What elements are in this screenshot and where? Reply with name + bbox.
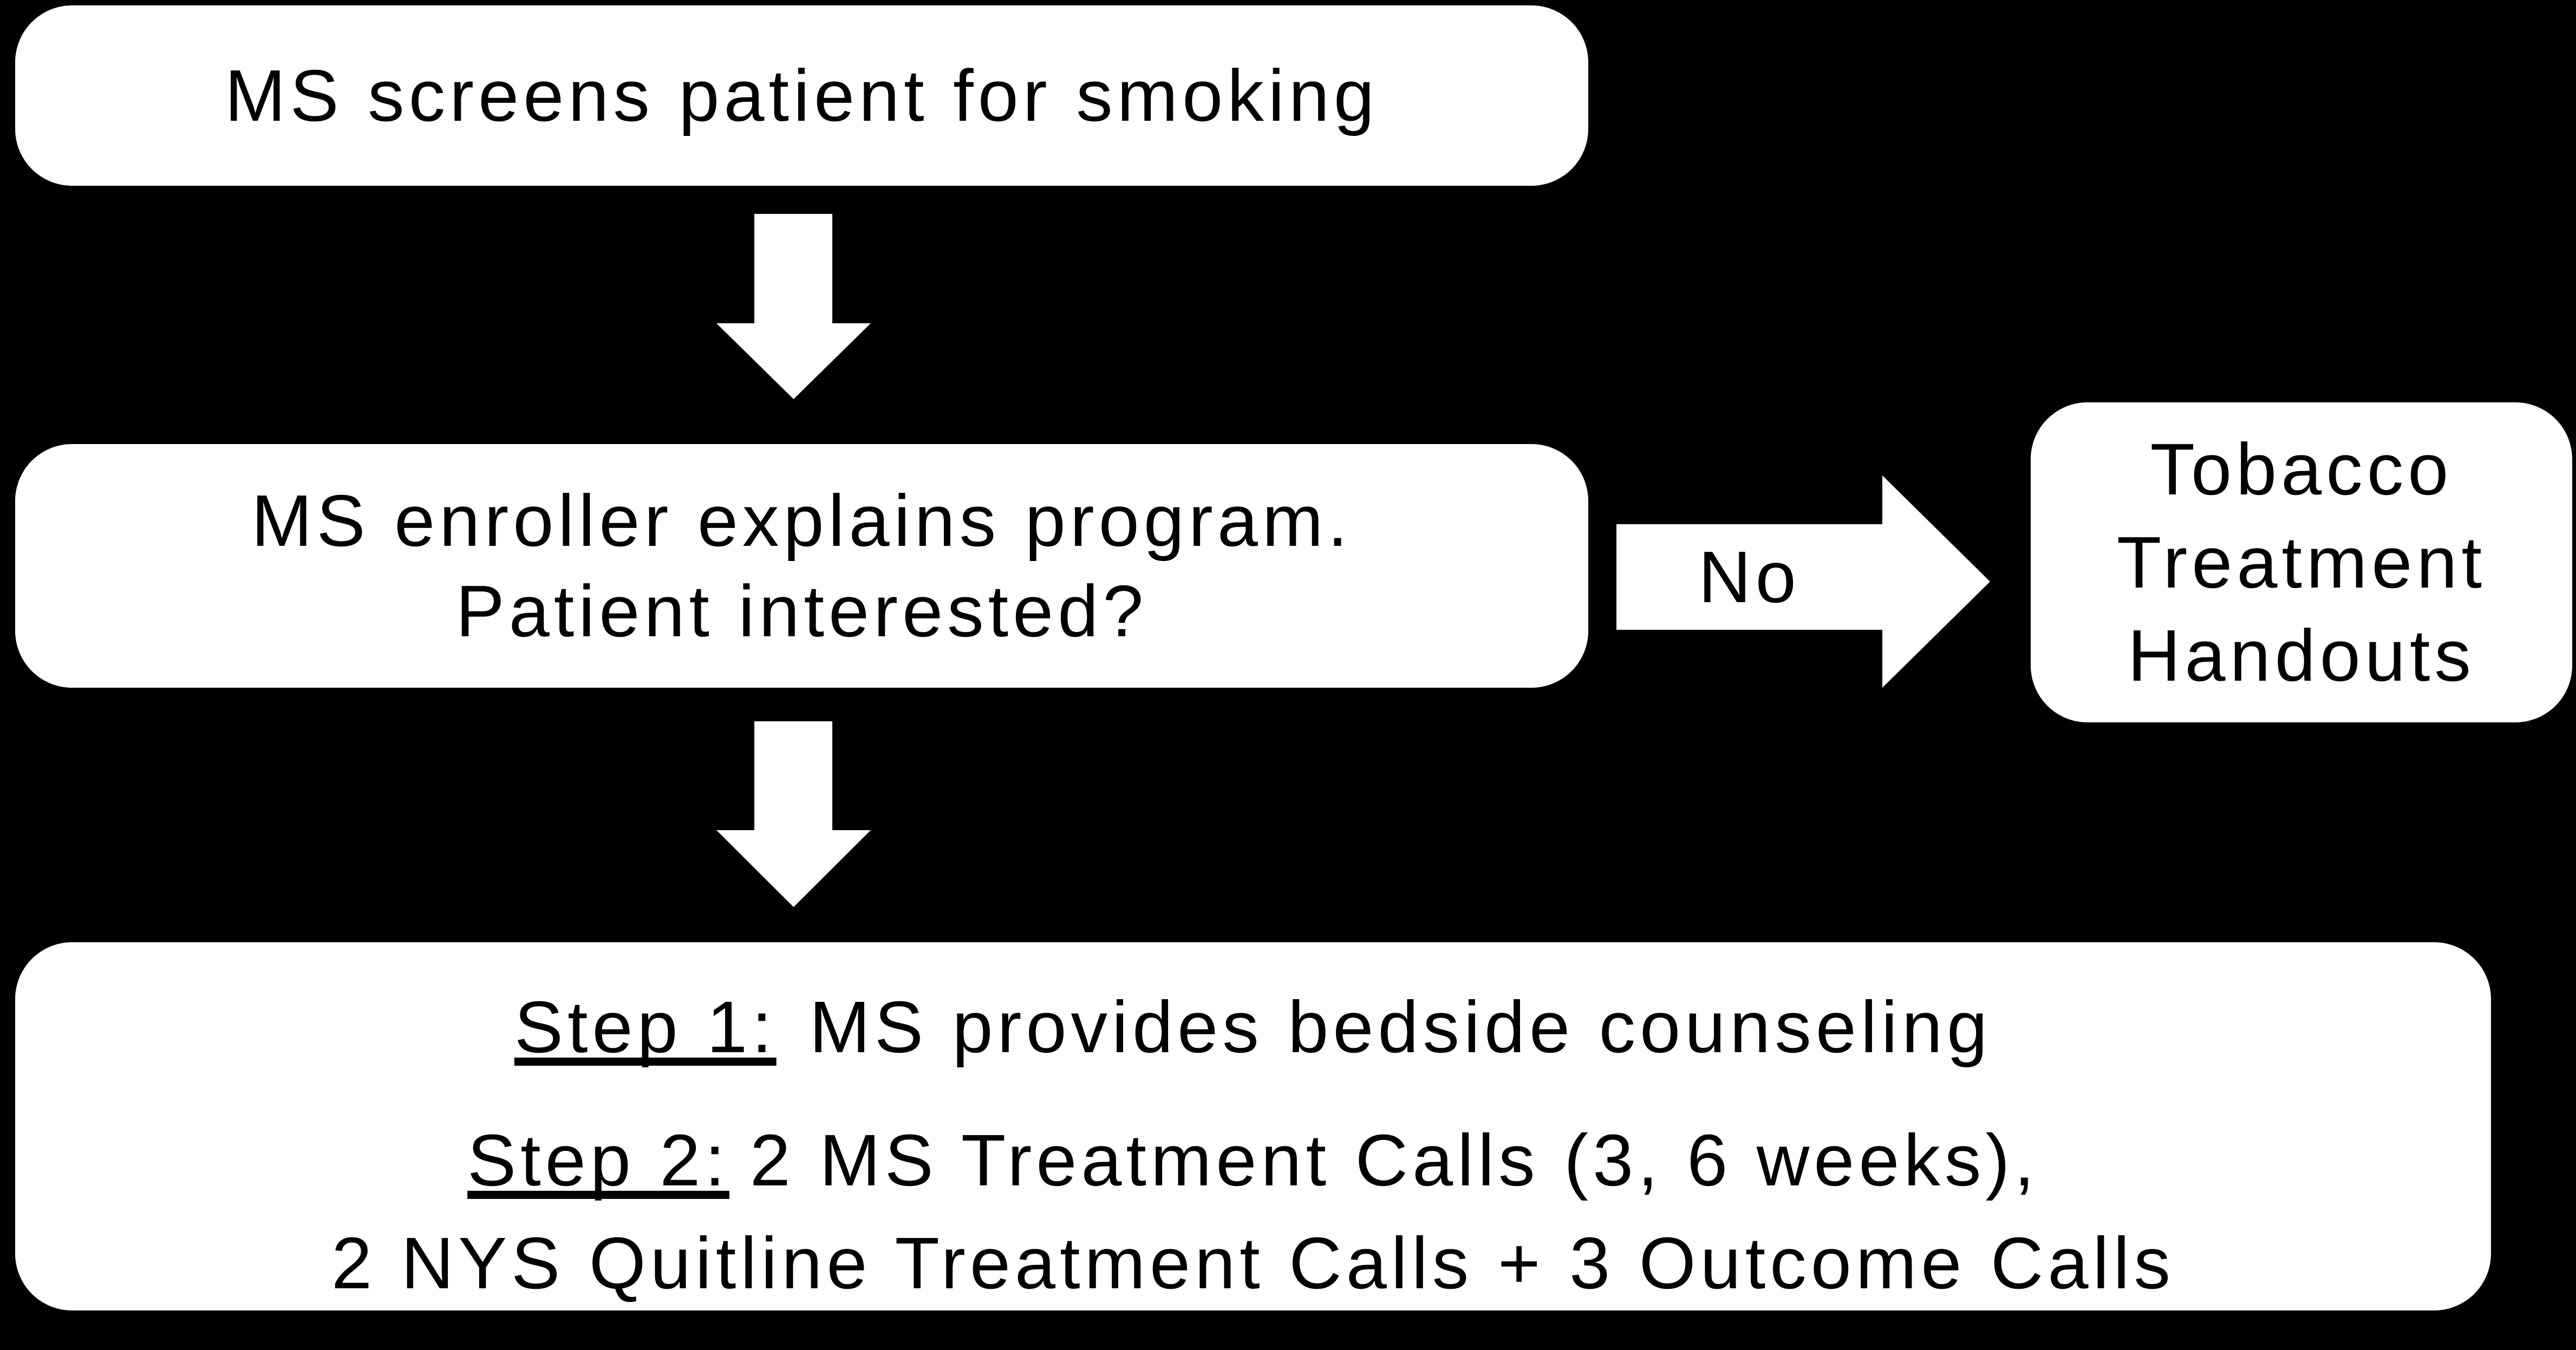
down-arrow-shape — [716, 214, 871, 399]
enroll-node-line1: MS enroller explains program. — [251, 480, 1352, 562]
step1-label: Step 1: — [514, 986, 777, 1068]
screen-node-text: MS screens patient for smoking — [225, 55, 1379, 136]
handouts-node-line2: Treatment — [2116, 521, 2487, 603]
right-arrow-icon — [1616, 475, 1990, 688]
node-explain-program: MS enroller explains program. Patient in… — [15, 444, 1588, 688]
right-arrow-shape — [1616, 475, 1990, 688]
node-steps: Step 1: MS provides bedside counseling St… — [15, 942, 2491, 1310]
down-arrow-icon — [716, 214, 871, 399]
step1-line: Step 1: MS provides bedside counseling — [514, 976, 1992, 1079]
node-tobacco-handouts: Tobacco Treatment Handouts — [2031, 402, 2572, 722]
step2-text: 2 MS Treatment Calls (3, 6 weeks), — [749, 1119, 2039, 1201]
node-screen-smoking: MS screens patient for smoking — [15, 5, 1588, 186]
handouts-node-line1: Tobacco — [2150, 428, 2453, 510]
step2-line1: Step 2:2 MS Treatment Calls (3, 6 weeks)… — [467, 1109, 2039, 1212]
down-arrow-shape — [716, 721, 871, 907]
enroll-node-line2: Patient interested? — [455, 570, 1148, 652]
down-arrow-icon — [716, 721, 871, 907]
step2-label: Step 2: — [467, 1119, 729, 1201]
step2-line2: 2 NYS Quitline Treatment Calls + 3 Outco… — [331, 1222, 2175, 1304]
handouts-node-line3: Handouts — [2128, 614, 2475, 696]
no-branch-label: No — [1698, 536, 1801, 618]
step1-text: MS provides bedside counseling — [809, 986, 1992, 1068]
